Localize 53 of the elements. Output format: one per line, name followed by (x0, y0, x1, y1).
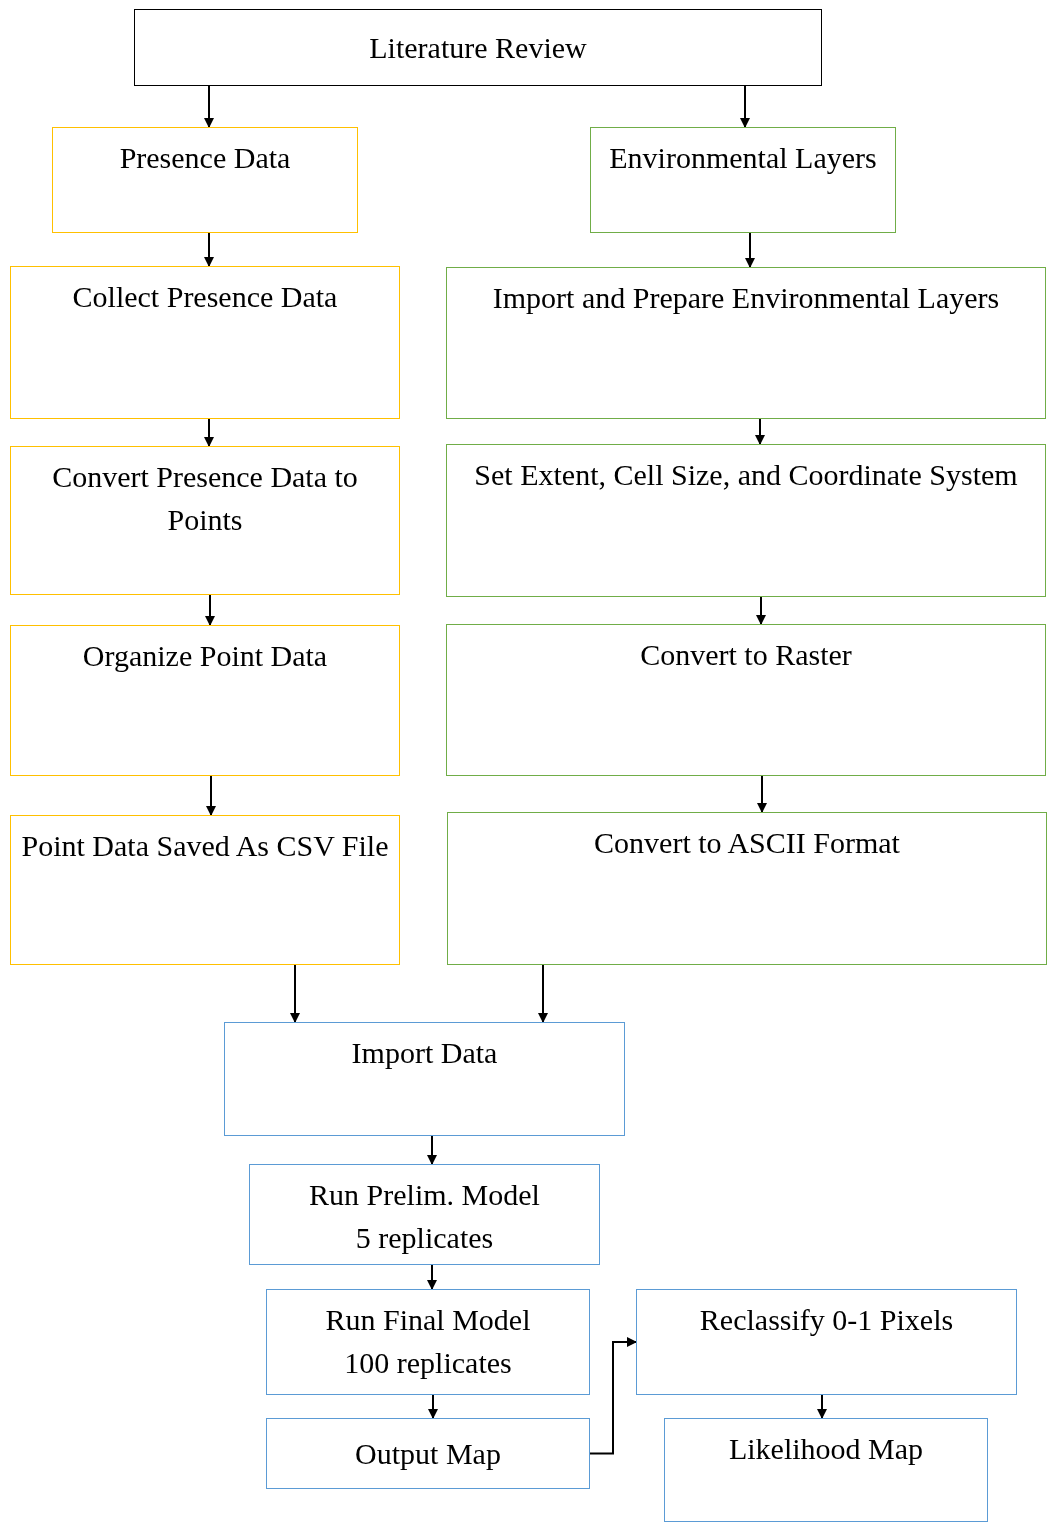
step-label: Import Data (351, 1035, 498, 1071)
step-label: Likelihood Map (728, 1431, 924, 1467)
step-label: 5 replicates (355, 1220, 494, 1256)
step-label: Convert Presence Data to Points (51, 459, 359, 538)
arrow (740, 85, 750, 128)
step-label: Environmental Layers (609, 140, 877, 176)
step-label: Point Data Saved As CSV File (21, 828, 389, 864)
step-label: Output Map (355, 1436, 501, 1472)
process-box (447, 812, 1047, 965)
process-box (446, 267, 1046, 419)
arrow (589, 1337, 637, 1455)
step-label: Run Prelim. Model (309, 1177, 540, 1213)
arrow (205, 594, 215, 626)
process-box (446, 624, 1046, 776)
step-label: Import and Prepare Environmental Layers (492, 280, 1000, 316)
step-label: Run Final Model (325, 1302, 531, 1338)
process-box (134, 9, 822, 86)
process-box (224, 1022, 625, 1136)
step-label: Reclassify 0-1 Pixels (699, 1302, 954, 1338)
process-box (636, 1289, 1017, 1395)
process-box (266, 1418, 590, 1489)
step-label: Set Extent, Cell Size, and Coordinate System (474, 457, 1018, 493)
process-box (664, 1418, 988, 1522)
step-label: Convert to Raster (640, 637, 852, 673)
process-box (10, 446, 400, 595)
process-box (266, 1289, 590, 1395)
arrow (206, 775, 216, 816)
arrow (204, 418, 214, 447)
process-box (590, 127, 896, 233)
arrow (817, 1394, 827, 1419)
process-box (10, 266, 400, 419)
step-label: Organize Point Data (82, 638, 328, 674)
step-label: 100 replicates (344, 1345, 512, 1381)
arrow (204, 232, 214, 267)
arrow (757, 775, 767, 813)
process-box (446, 444, 1046, 597)
process-box (10, 815, 400, 965)
step-label: Literature Review (369, 30, 587, 66)
arrow (745, 232, 755, 268)
arrow (755, 418, 765, 445)
arrow (428, 1394, 438, 1419)
arrow (756, 596, 766, 625)
step-label: Collect Presence Data (72, 279, 338, 315)
arrow (427, 1264, 437, 1290)
arrow (427, 1135, 437, 1165)
process-box (10, 625, 400, 776)
arrow (538, 964, 548, 1023)
process-box (52, 127, 358, 233)
process-box (249, 1164, 600, 1265)
step-label: Presence Data (119, 140, 291, 176)
arrow (290, 964, 300, 1023)
step-label: Convert to ASCII Format (594, 825, 900, 861)
arrow (204, 85, 214, 128)
